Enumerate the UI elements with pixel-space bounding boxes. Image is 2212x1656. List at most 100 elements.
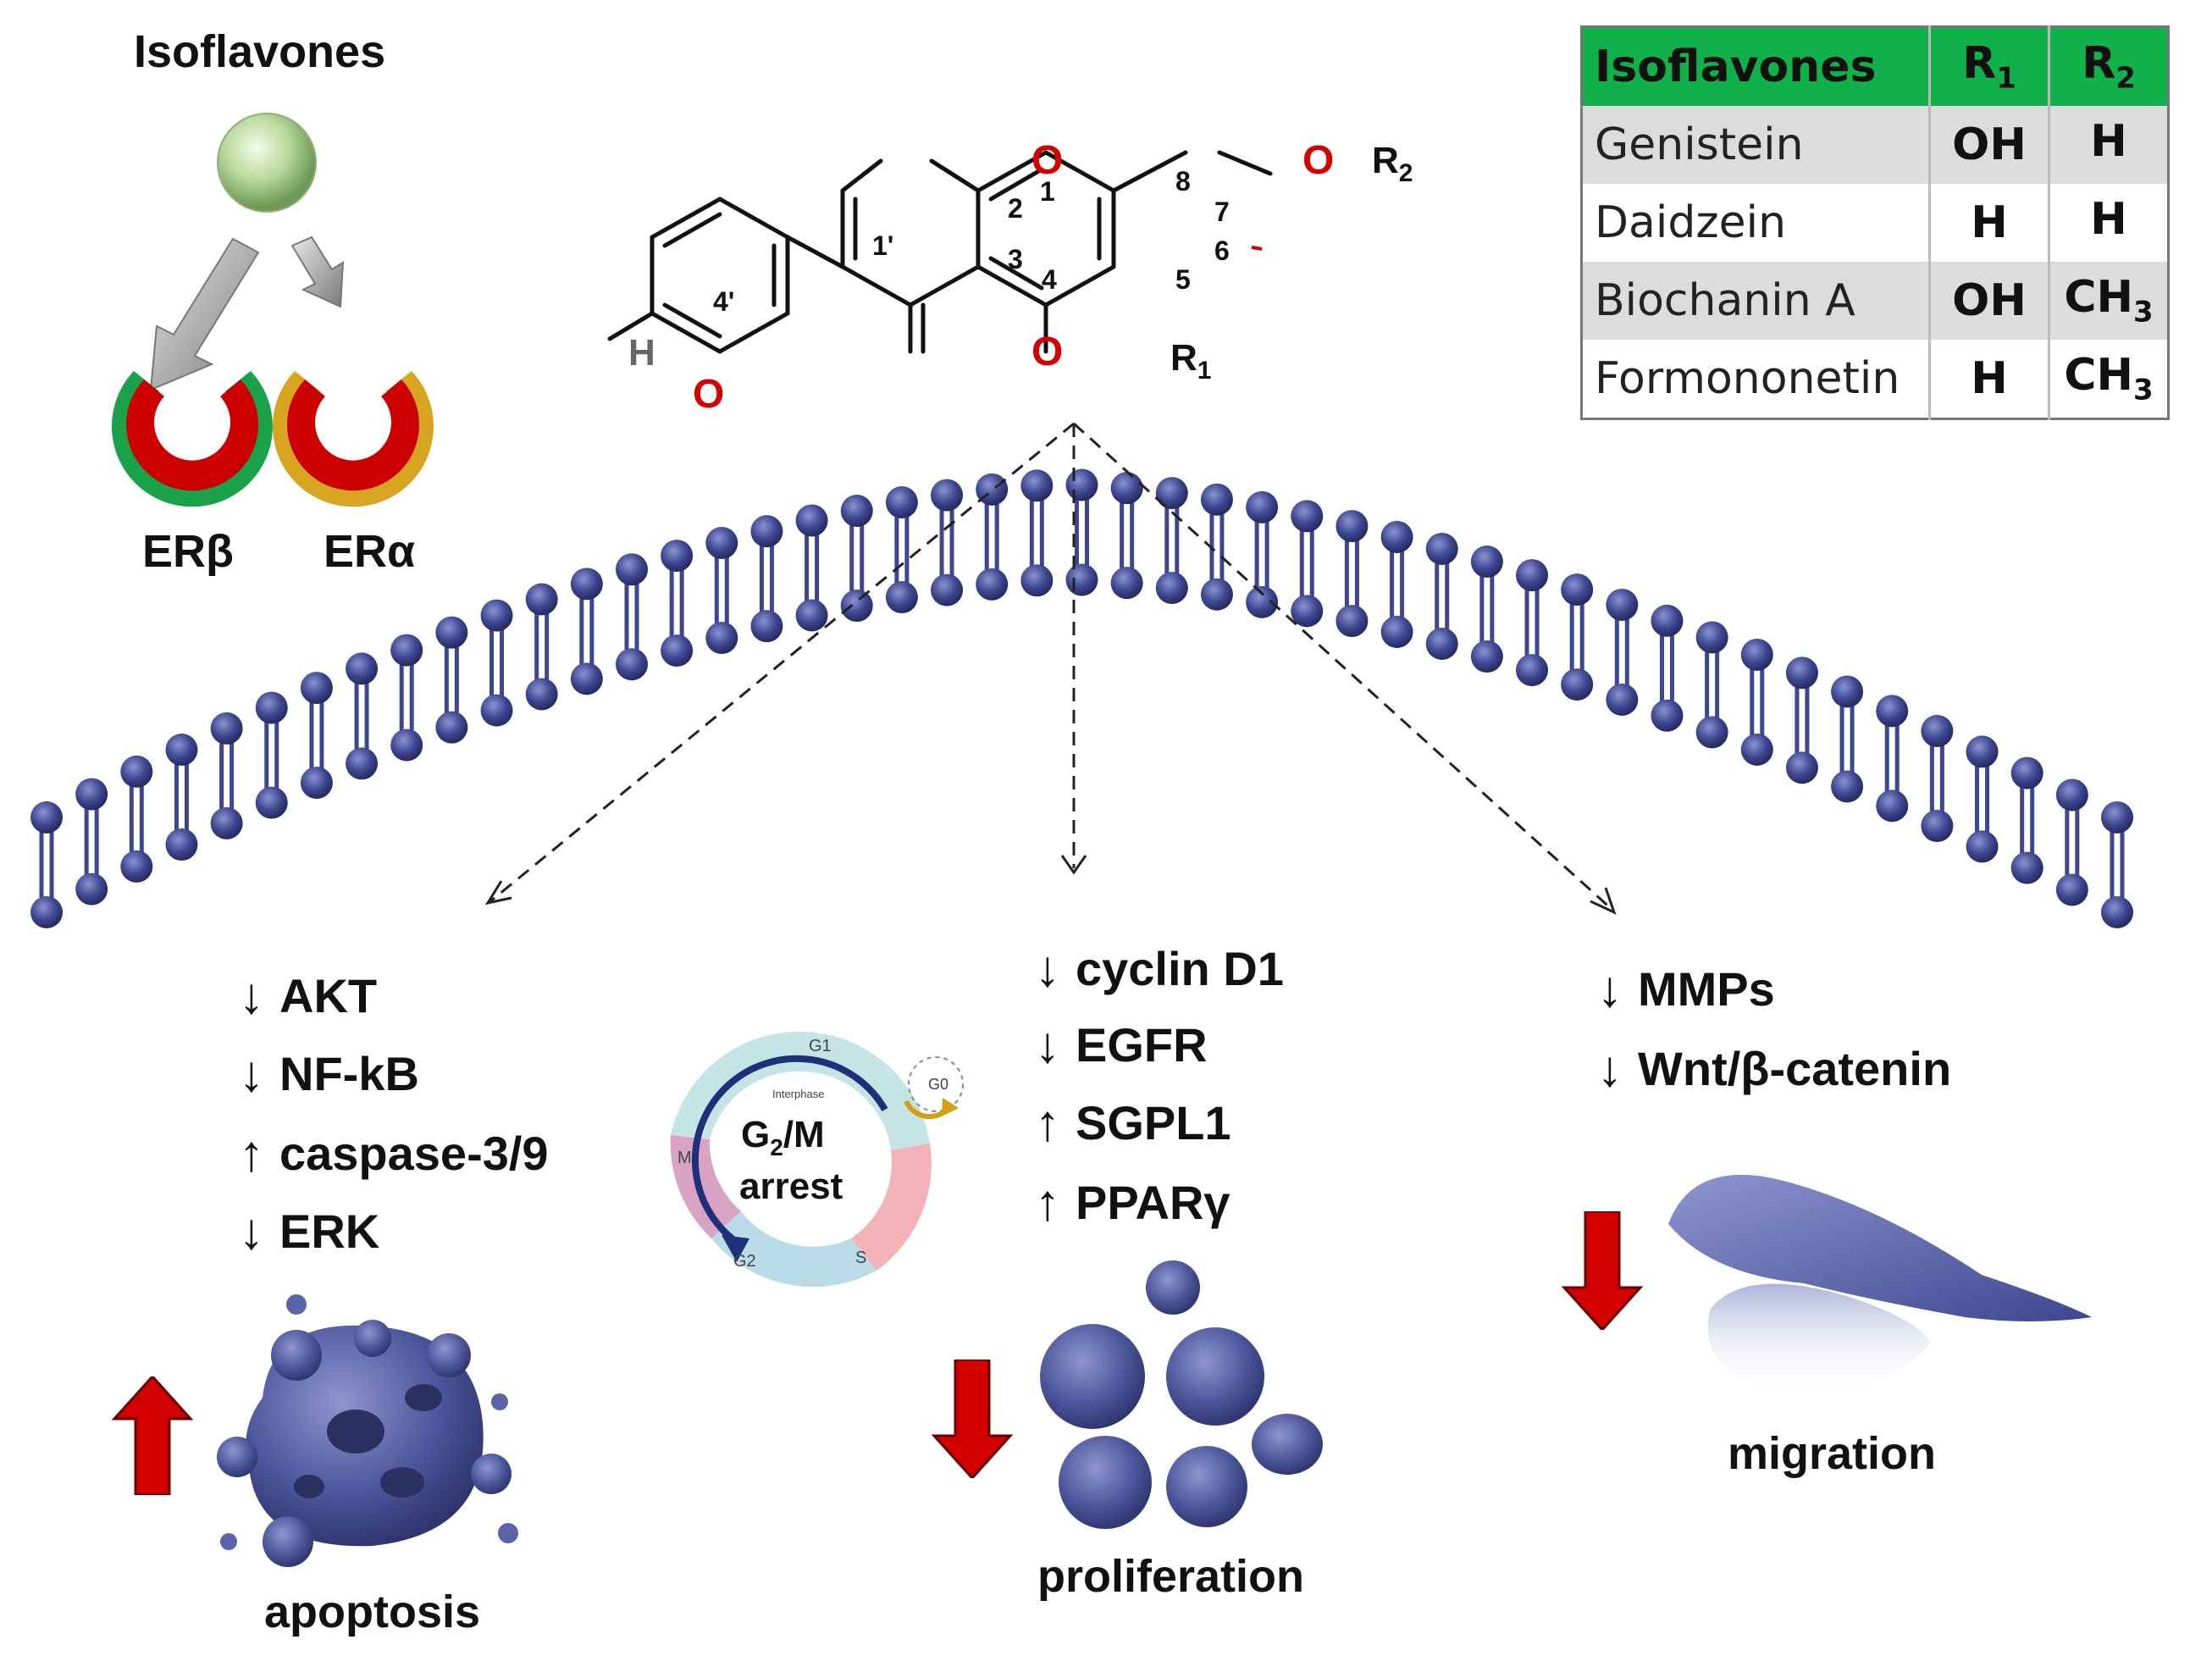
lipid-unit bbox=[255, 691, 288, 819]
position-1-label: 1 bbox=[1040, 176, 1055, 207]
lipid-unit bbox=[1516, 559, 1549, 687]
position-4-label: 4 bbox=[1042, 264, 1057, 295]
erbeta-label: ERβ bbox=[142, 526, 234, 577]
receptor-graphic bbox=[112, 113, 434, 507]
lipid-unit bbox=[2010, 756, 2043, 884]
lipid-unit bbox=[570, 568, 603, 695]
lipid-unit bbox=[210, 712, 243, 839]
phase-s-label: S bbox=[855, 1249, 867, 1267]
ring-oxygen-label: O bbox=[1031, 138, 1064, 183]
lipid-unit bbox=[1065, 468, 1098, 596]
arrest-label-line2: arrest bbox=[739, 1166, 843, 1207]
interphase-label: Interphase bbox=[772, 1088, 825, 1100]
lipid-unit bbox=[795, 504, 828, 632]
arrowhead-center-icon bbox=[1060, 855, 1087, 875]
lipid-unit bbox=[346, 652, 379, 780]
eralpha-receptor-icon bbox=[273, 371, 434, 507]
table-cell-r1: OH bbox=[1929, 106, 2050, 184]
signal-dashed-arrows bbox=[489, 422, 1615, 912]
table-cell-r2: H bbox=[2090, 194, 2127, 246]
table-cell-name: Formononetin bbox=[1581, 340, 1931, 419]
arrowhead-left-icon bbox=[484, 880, 512, 906]
table-row: Daidzein H H bbox=[1581, 184, 2169, 262]
lipid-unit bbox=[1380, 520, 1413, 648]
lipid-unit bbox=[1425, 532, 1458, 660]
lipid-unit bbox=[2055, 778, 2088, 906]
apoptosis-label: apoptosis bbox=[264, 1587, 481, 1637]
position-7-label: 7 bbox=[1214, 197, 1230, 227]
lipid-unit bbox=[1785, 656, 1818, 784]
r2-label: R2 bbox=[1372, 140, 1413, 187]
effect-nfkb: ↓NF-kB bbox=[239, 1044, 419, 1102]
lipid-unit bbox=[1335, 510, 1369, 638]
carbonyl-oxygen-label: O bbox=[1031, 330, 1064, 374]
phase-g2-label: G2 bbox=[733, 1252, 756, 1271]
effect-caspase: ↑caspase-3/9 bbox=[239, 1124, 549, 1182]
position-5-label: 5 bbox=[1175, 264, 1191, 295]
effect-egfr: ↓EGFR bbox=[1035, 1016, 1208, 1073]
lipid-unit bbox=[1606, 588, 1639, 716]
lipid-unit bbox=[2101, 801, 2133, 928]
table-header-r1: R1 bbox=[1929, 26, 2050, 106]
lipid-unit bbox=[1020, 469, 1053, 597]
lipid-unit bbox=[1921, 715, 1954, 843]
increase-arrow-icon bbox=[111, 1376, 194, 1495]
lipid-unit bbox=[1470, 546, 1503, 673]
lipid-unit bbox=[1291, 500, 1324, 628]
proliferation-label: proliferation bbox=[1037, 1551, 1305, 1602]
r1-label: R1 bbox=[1170, 337, 1212, 385]
table-header-row: Isoflavones R1 R2 bbox=[1581, 26, 2169, 106]
position-8-label: 8 bbox=[1175, 166, 1191, 197]
table-cell-name: Daidzein bbox=[1581, 184, 1931, 262]
isoflavones-title: Isoflavones bbox=[134, 26, 386, 77]
lipid-unit bbox=[1110, 472, 1143, 600]
erbeta-receptor-icon bbox=[112, 371, 274, 507]
decrease-arrow-proliferation-icon bbox=[931, 1360, 1014, 1478]
lipid-unit bbox=[1695, 621, 1728, 749]
effect-erk: ↓ERK bbox=[239, 1202, 380, 1260]
arrest-label: G2/M bbox=[741, 1114, 825, 1160]
table-cell-r2: CH3 bbox=[2064, 350, 2154, 407]
isoflavone-ball-icon bbox=[217, 113, 317, 213]
table-cell-r1: H bbox=[1929, 184, 2050, 262]
lipid-unit bbox=[1561, 573, 1594, 701]
position-1prime-label: 1' bbox=[872, 230, 894, 261]
lipid-unit bbox=[165, 734, 198, 861]
table-cell-r1: OH bbox=[1929, 262, 2050, 340]
effect-akt: ↓AKT bbox=[239, 966, 378, 1024]
table-row: Genistein OH H bbox=[1581, 106, 2169, 184]
isoflavone-table: Isoflavones R1 R2 Genistein OH H Daidzei… bbox=[1580, 25, 2170, 420]
phase-g0-label: G0 bbox=[928, 1076, 949, 1093]
lipid-unit bbox=[615, 553, 648, 681]
effect-cyclin-d1: ↓cyclin D1 bbox=[1035, 939, 1284, 997]
lipid-unit bbox=[390, 634, 423, 762]
lipid-unit bbox=[840, 495, 873, 623]
eralpha-label: ERα bbox=[324, 526, 416, 577]
table-header-r2: R2 bbox=[2049, 26, 2169, 106]
arrow-to-erbeta-icon bbox=[149, 237, 260, 391]
lipid-unit bbox=[885, 486, 918, 614]
lipid-unit bbox=[750, 515, 783, 643]
arrow-to-eralpha-icon bbox=[290, 235, 345, 308]
proliferating-cells-icon bbox=[1040, 1260, 1323, 1529]
table-cell-name: Biochanin A bbox=[1581, 262, 1931, 340]
lipid-unit bbox=[976, 473, 1009, 601]
arrowhead-right-icon bbox=[1590, 887, 1617, 915]
lipid-unit bbox=[120, 755, 153, 883]
position-3-label: 3 bbox=[1008, 244, 1023, 274]
red-mark-icon bbox=[1251, 246, 1263, 251]
effect-wnt-beta-catenin: ↓Wnt/β-catenin bbox=[1597, 1039, 1952, 1097]
lipid-unit bbox=[75, 778, 108, 906]
table-header-name: Isoflavones bbox=[1581, 26, 1931, 106]
position-6-label: 6 bbox=[1214, 235, 1230, 266]
phase-m-label: M bbox=[677, 1149, 692, 1167]
table-row: Formononetin H CH3 bbox=[1581, 340, 2169, 419]
table-cell-r1: H bbox=[1929, 340, 2050, 419]
lipid-unit bbox=[435, 616, 468, 744]
lipid-unit bbox=[1831, 675, 1864, 803]
lipid-unit bbox=[480, 599, 513, 727]
hydroxyl-h-label: H bbox=[628, 332, 655, 374]
lipid-unit bbox=[931, 479, 964, 606]
lipid-unit bbox=[1651, 604, 1684, 732]
table-cell-r2: CH3 bbox=[2049, 262, 2169, 340]
